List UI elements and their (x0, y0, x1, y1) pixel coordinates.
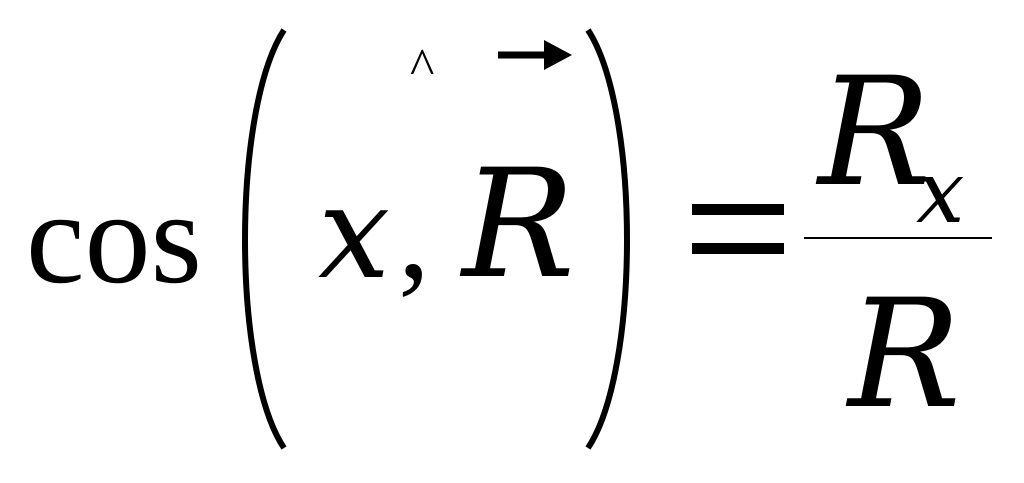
left-paren-icon (242, 28, 287, 450)
numerator-subscript: x (916, 143, 965, 243)
equals-icon (692, 204, 784, 254)
separator-comma: , (398, 163, 430, 305)
fraction-numerator: R (818, 46, 931, 220)
vector-r: R (462, 138, 575, 312)
vector-x: x (318, 159, 391, 308)
hat-accent: ^ (410, 39, 435, 96)
fraction-denominator: R (848, 268, 961, 442)
vector-arrow-icon (498, 40, 572, 70)
right-paren-icon (585, 28, 630, 450)
function-name: cos (26, 164, 202, 311)
